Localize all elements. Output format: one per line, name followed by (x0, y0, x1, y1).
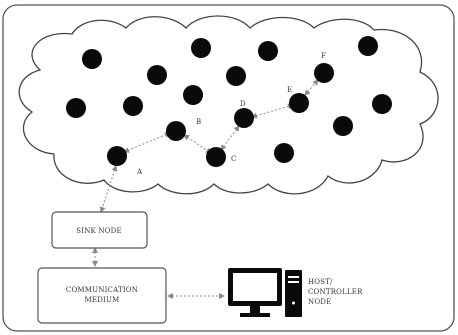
host-label-line1: HOST/ (308, 278, 333, 286)
communication-medium-box (37, 267, 167, 324)
link-a-b (123, 132, 171, 153)
sensor-node (372, 94, 392, 114)
sink-node-label: SINK NODE (76, 227, 122, 235)
sensor-nodes (66, 36, 392, 167)
sensor-node (206, 147, 226, 167)
communication-medium-label-line1: COMMUNICATION (66, 286, 138, 294)
link-c-d (220, 125, 240, 151)
node-label-e: E (287, 86, 292, 94)
desktop-computer-icon (228, 268, 302, 317)
sensor-node (274, 143, 294, 163)
sensor-node (123, 96, 143, 116)
sensor-node (314, 63, 334, 83)
node-label-d: D (240, 100, 246, 108)
sensor-node (358, 36, 378, 56)
sensor-node (226, 66, 246, 86)
sensor-node (82, 49, 102, 69)
sensor-node (234, 108, 254, 128)
sensor-node (166, 121, 186, 141)
link-e-f (304, 79, 319, 96)
host-label-line2: CONTROLLER (308, 288, 363, 296)
sensor-node (191, 38, 211, 58)
host-label-line3: NODE (308, 298, 331, 306)
sensor-node (258, 41, 278, 61)
sensor-node (147, 65, 167, 85)
node-label-b: B (196, 118, 201, 126)
communication-medium-label-line2: MEDIUM (85, 296, 120, 304)
sensor-node (107, 146, 127, 166)
sensor-node (333, 116, 353, 136)
sensor-node (289, 93, 309, 113)
link-d-e (251, 103, 294, 119)
node-label-c: C (231, 155, 237, 163)
link-b-c (183, 134, 212, 154)
link-a-sink (99, 165, 118, 213)
sensor-node (66, 98, 86, 118)
node-label-f: F (321, 52, 326, 60)
node-label-a: A (136, 168, 143, 176)
sensor-node (183, 85, 203, 105)
sink-node-box (51, 211, 148, 249)
